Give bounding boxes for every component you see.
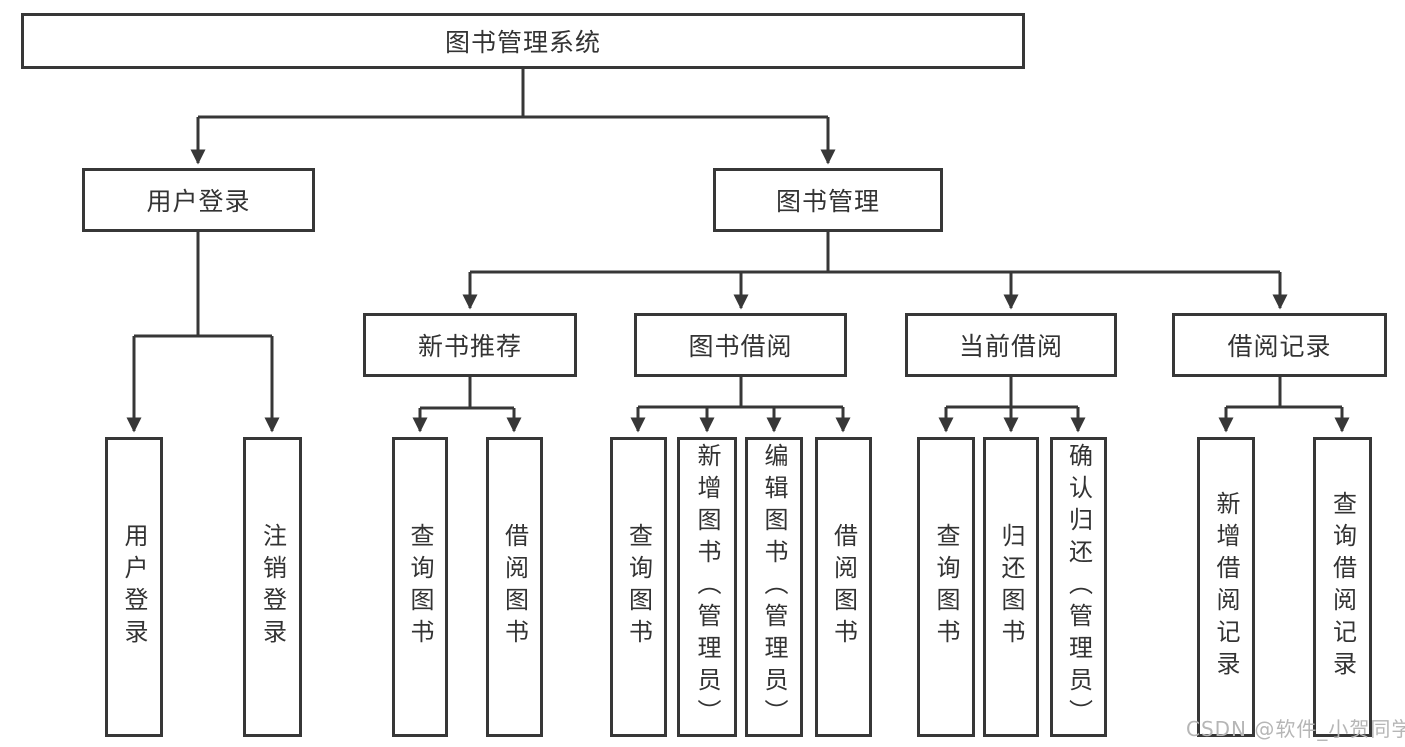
leaf-bb-edit-book-admin: 编辑图书（管理员） bbox=[745, 437, 803, 737]
leaf-cb-return-book: 归还图书 bbox=[983, 437, 1039, 737]
leaf-bb-query-book: 查询图书 bbox=[610, 437, 667, 737]
leaf-cb-query-book: 查询图书 bbox=[917, 437, 975, 737]
leaf-bb-add-book-admin: 新增图书（管理员） bbox=[677, 437, 737, 737]
leaf-label: 确认归还（管理员） bbox=[1064, 443, 1093, 731]
node-user-login: 用户登录 bbox=[82, 168, 315, 232]
leaf-br-query-record: 查询借阅记录 bbox=[1313, 437, 1372, 737]
leaf-label: 查询图书 bbox=[624, 523, 653, 651]
leaf-nb-query-book: 查询图书 bbox=[392, 437, 448, 737]
node-book-mgmt: 图书管理 bbox=[713, 168, 943, 232]
leaf-nb-borrow-book: 借阅图书 bbox=[486, 437, 543, 737]
leaf-label: 新增图书（管理员） bbox=[693, 443, 721, 731]
leaf-label: 查询借阅记录 bbox=[1328, 491, 1357, 683]
leaf-label: 查询图书 bbox=[406, 523, 434, 651]
leaf-label: 注销登录 bbox=[258, 523, 287, 651]
node-new-book-recommend: 新书推荐 bbox=[363, 313, 577, 377]
leaf-bb-borrow-book: 借阅图书 bbox=[815, 437, 872, 737]
node-borrow-records: 借阅记录 bbox=[1172, 313, 1387, 377]
leaf-label: 归还图书 bbox=[997, 523, 1025, 651]
node-book-borrow: 图书借阅 bbox=[634, 313, 847, 377]
leaf-logout: 注销登录 bbox=[243, 437, 302, 737]
leaf-user-login: 用户登录 bbox=[105, 437, 163, 737]
leaf-label: 借阅图书 bbox=[500, 523, 529, 651]
node-root: 图书管理系统 bbox=[21, 13, 1025, 69]
leaf-label: 编辑图书（管理员） bbox=[760, 443, 788, 731]
leaf-label: 借阅图书 bbox=[829, 523, 858, 651]
leaf-label: 查询图书 bbox=[932, 523, 960, 651]
leaf-cb-confirm-return-admin: 确认归还（管理员） bbox=[1050, 437, 1107, 737]
leaf-label: 新增借阅记录 bbox=[1212, 491, 1240, 683]
csdn-watermark: CSDN @软件_小贺同学 bbox=[1186, 717, 1405, 741]
node-current-borrow: 当前借阅 bbox=[905, 313, 1117, 377]
leaf-br-add-record: 新增借阅记录 bbox=[1197, 437, 1255, 737]
leaf-label: 用户登录 bbox=[120, 523, 148, 651]
